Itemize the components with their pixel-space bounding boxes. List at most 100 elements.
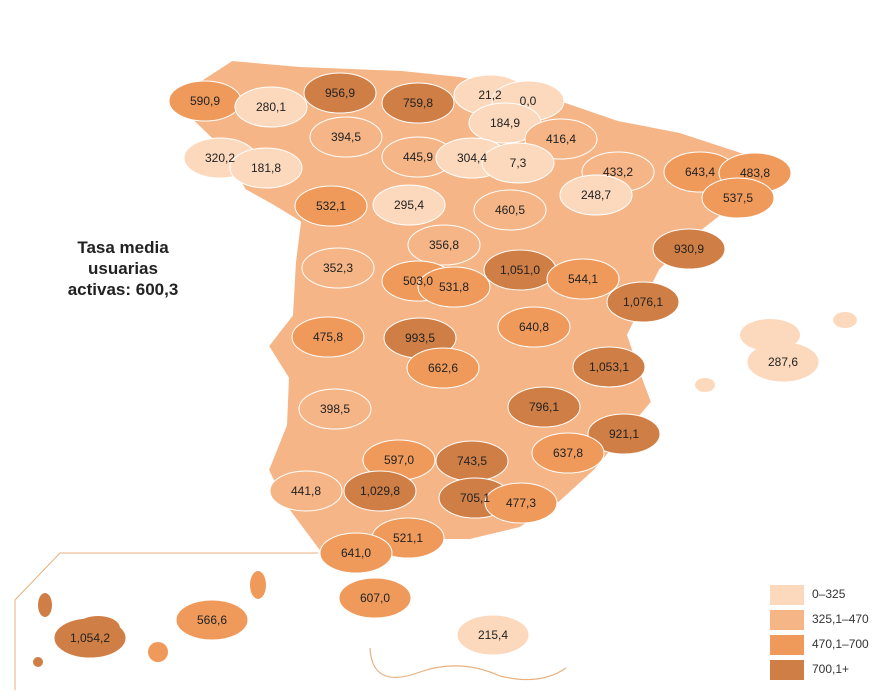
region-value-label: 394,5	[331, 130, 361, 144]
region-value-label: 475,8	[313, 330, 343, 344]
region-value-label: 1,029,8	[360, 484, 400, 498]
region-value-label: 537,5	[723, 191, 753, 205]
region-value-label: 21,2	[478, 88, 502, 102]
region-value-label: 352,3	[323, 261, 353, 275]
region-value-label: 398,5	[320, 402, 350, 416]
region-value-label: 184,9	[490, 116, 520, 130]
province-region	[269, 470, 343, 512]
canary-inset-frame	[14, 552, 318, 690]
province-region	[298, 388, 372, 430]
province-region	[456, 614, 530, 656]
province-region	[294, 185, 368, 227]
canary-island	[213, 607, 237, 623]
province-region	[484, 482, 558, 524]
region-value-label: 215,4	[478, 628, 508, 642]
canary-island	[38, 593, 52, 617]
province-region	[309, 116, 383, 158]
balearic-island	[833, 312, 857, 328]
region-value-label: 607,0	[360, 591, 390, 605]
region-value-label: 662,6	[428, 361, 458, 375]
province-region	[559, 174, 633, 216]
balearic-island	[740, 319, 800, 351]
province-region	[701, 177, 775, 219]
region-value-label: 566,6	[197, 613, 227, 627]
summary-line-1: Tasa media	[77, 238, 169, 257]
average-rate-summary: Tasa media usuarias activas: 600,3	[48, 237, 198, 300]
region-value-label: 280,1	[256, 100, 286, 114]
region-value-label: 544,1	[568, 272, 598, 286]
legend-swatch	[770, 635, 804, 655]
region-value-label: 641,0	[341, 546, 371, 560]
region-value-label: 503,0	[403, 274, 433, 288]
province-region	[234, 86, 308, 128]
region-value-label: 287,6	[768, 355, 798, 369]
region-value-label: 320,2	[205, 151, 235, 165]
province-region	[381, 82, 455, 124]
legend-label: 325,1–470	[812, 612, 869, 626]
region-value-label: 796,1	[529, 400, 559, 414]
region-value-label: 705,1	[460, 491, 490, 505]
province-region	[606, 281, 680, 323]
region-value-label: 295,4	[394, 198, 424, 212]
province-region	[338, 577, 412, 619]
region-value-label: 7,3	[510, 156, 527, 170]
legend-item: 0–325	[770, 583, 877, 605]
province-region	[372, 184, 446, 226]
region-value-label: 460,5	[495, 203, 525, 217]
canary-island	[250, 571, 266, 599]
region-value-label: 532,1	[316, 199, 346, 213]
province-region	[343, 470, 417, 512]
north-africa-coastline	[369, 647, 567, 681]
region-value-label: 759,8	[403, 96, 433, 110]
region-value-label: 930,9	[674, 242, 704, 256]
province-region	[229, 147, 303, 189]
province-region	[417, 266, 491, 308]
province-region	[303, 72, 377, 114]
legend-item: 325,1–470	[770, 608, 877, 630]
province-region	[473, 189, 547, 231]
region-value-label: 0,0	[520, 94, 537, 108]
region-value-label: 1,051,0	[500, 263, 540, 277]
region-value-label: 643,4	[685, 165, 715, 179]
balearic-island	[695, 378, 715, 392]
region-value-label: 590,9	[190, 94, 220, 108]
region-value-label: 1,076,1	[623, 295, 663, 309]
region-value-label: 416,4	[546, 132, 576, 146]
province-region	[587, 413, 661, 455]
region-value-label: 1,053,1	[589, 360, 629, 374]
province-region	[291, 316, 365, 358]
region-value-label: 993,5	[405, 331, 435, 345]
province-region	[406, 347, 480, 389]
region-value-label: 956,9	[325, 86, 355, 100]
legend-item: 700,1+	[770, 658, 877, 680]
region-value-label: 743,5	[457, 454, 487, 468]
province-region	[407, 224, 481, 266]
province-region	[531, 432, 605, 474]
region-value-label: 531,8	[439, 280, 469, 294]
region-value-label: 304,4	[457, 151, 487, 165]
province-region	[301, 247, 375, 289]
region-value-label: 433,2	[603, 165, 633, 179]
region-value-label: 356,8	[429, 238, 459, 252]
legend-item: 470,1–700	[770, 633, 877, 655]
region-value-label: 921,1	[609, 427, 639, 441]
region-value-label: 597,0	[384, 453, 414, 467]
summary-line-3: activas: 600,3	[67, 280, 179, 299]
province-region	[481, 142, 555, 184]
region-value-label: 477,3	[506, 496, 536, 510]
region-value-label: 1,054,2	[70, 631, 110, 645]
legend-label: 470,1–700	[812, 637, 869, 651]
province-region	[652, 228, 726, 270]
legend-label: 700,1+	[812, 662, 850, 676]
province-region	[572, 346, 646, 388]
summary-line-2: usuarias	[88, 259, 158, 278]
canary-island	[33, 657, 43, 667]
region-value-label: 248,7	[581, 188, 611, 202]
canary-island	[148, 642, 168, 662]
province-region	[507, 386, 581, 428]
legend-swatch	[770, 610, 804, 630]
canary-island	[76, 616, 120, 640]
legend-label: 0–325	[812, 587, 846, 601]
